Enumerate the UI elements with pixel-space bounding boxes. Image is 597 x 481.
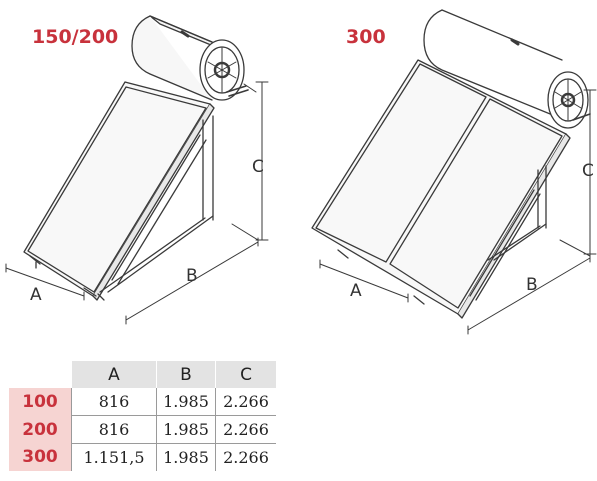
row-model: 300 <box>9 443 72 471</box>
cell-c: 2.266 <box>215 443 276 471</box>
table-row: 200 816 1.985 2.266 <box>9 415 276 444</box>
dim-c-left: C <box>252 157 264 177</box>
table-row: 300 1.151,5 1.985 2.266 <box>9 443 276 471</box>
cell-b: 1.985 <box>156 415 216 444</box>
column-header-b: B <box>156 361 216 388</box>
support-frame-right <box>337 165 547 305</box>
table-row: 100 816 1.985 2.266 <box>9 388 276 416</box>
collector-panel-left <box>23 81 215 301</box>
heater-drawings: A B C A B C <box>5 9 597 335</box>
cell-b: 1.985 <box>156 388 216 416</box>
water-tank-left <box>131 15 249 101</box>
dimension-lines-left <box>5 81 269 325</box>
column-header-a: A <box>71 361 157 388</box>
dim-c-right: C <box>582 161 594 181</box>
heater-drawing-300 <box>311 9 597 335</box>
cell-a: 1.151,5 <box>71 443 157 471</box>
table-header-row: A B C <box>9 361 276 388</box>
cell-c: 2.266 <box>215 415 276 444</box>
dimension-lines-right <box>319 89 597 335</box>
water-tank-right <box>423 9 591 129</box>
collector-panels-right <box>311 59 571 319</box>
dim-a-left: A <box>30 285 42 305</box>
cell-b: 1.985 <box>156 443 216 471</box>
row-model: 100 <box>9 388 72 416</box>
dim-b-left: B <box>186 266 198 286</box>
column-header-c: C <box>215 361 276 388</box>
cell-a: 816 <box>71 415 157 444</box>
table-corner <box>9 361 72 388</box>
cell-a: 816 <box>71 388 157 416</box>
row-model: 200 <box>9 415 72 444</box>
cell-c: 2.266 <box>215 388 276 416</box>
dim-b-right: B <box>526 275 538 295</box>
heater-drawing-150-200 <box>5 15 269 325</box>
model-label-150-200: 150/200 <box>32 26 119 48</box>
support-frame-left <box>29 115 214 301</box>
dim-a-right: A <box>350 281 362 301</box>
dimensions-table: A B C 100 816 1.985 2.266 200 816 1.985 … <box>9 361 276 471</box>
model-label-300: 300 <box>346 26 386 48</box>
